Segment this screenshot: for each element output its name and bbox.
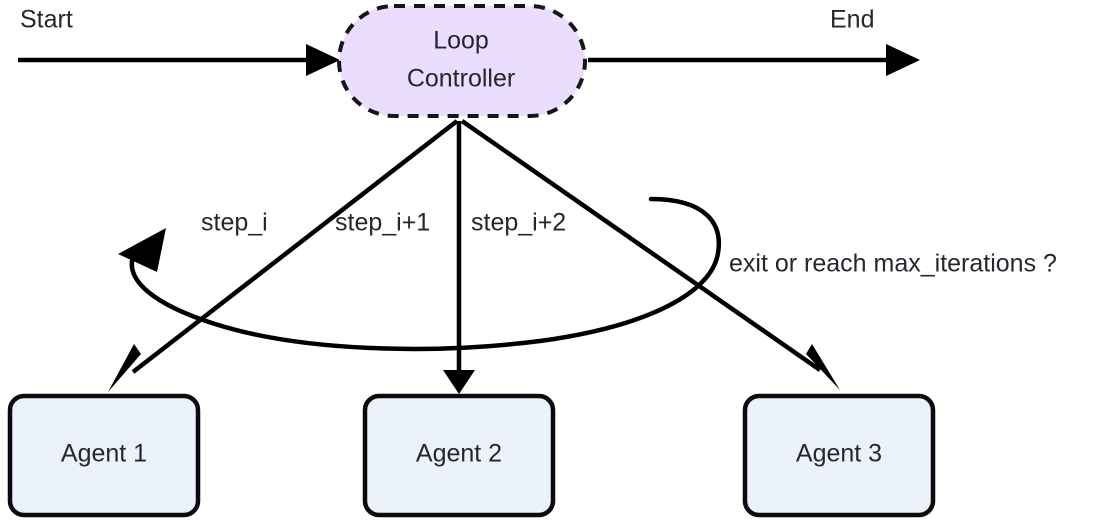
agent-1-label: Agent 1 (61, 440, 147, 468)
end-label: End (830, 6, 874, 34)
start-arrowhead-icon (306, 44, 340, 76)
edge-label-feedback: exit or reach max_iterations ? (729, 250, 1057, 278)
edge-controller-to-agent-1 (108, 119, 459, 392)
agent-3-edge-line (460, 119, 822, 372)
edge-label-step-i: step_i (201, 209, 268, 237)
edge-feedback-loop (118, 196, 722, 352)
agent-2-label: Agent 2 (416, 440, 502, 468)
node-agent-1[interactable]: Agent 1 (7, 393, 201, 518)
agent-3-arrowhead-icon (806, 344, 840, 390)
edge-controller-to-agent-2 (443, 121, 475, 394)
agent-1-edge-line (131, 119, 459, 374)
loop-controller-label-line1: Loop (433, 27, 489, 55)
edge-controller-to-end (588, 44, 920, 76)
start-label: Start (20, 6, 73, 34)
agent-3-shape[interactable] (742, 393, 936, 518)
agent-1-arrowhead-icon (108, 344, 141, 392)
node-agent-3[interactable]: Agent 3 (742, 393, 936, 518)
agent-2-arrowhead-icon (443, 370, 475, 394)
edge-controller-to-agent-3 (460, 119, 840, 390)
edge-label-step-i-plus-2: step_i+2 (471, 209, 566, 237)
feedback-arrowhead-icon (118, 228, 166, 272)
edge-label-step-i-plus-1: step_i+1 (335, 209, 430, 237)
edge-start-to-controller (18, 44, 340, 76)
loop-controller-shape[interactable] (337, 4, 587, 118)
end-arrowhead-icon (886, 44, 920, 76)
agent-1-shape[interactable] (7, 393, 201, 518)
node-loop-controller[interactable]: Loop Controller (337, 4, 587, 118)
agent-3-label: Agent 3 (796, 440, 882, 468)
agent-2-shape[interactable] (362, 393, 556, 518)
loop-controller-label-line2: Controller (407, 65, 515, 93)
feedback-loop-path (129, 196, 722, 352)
node-agent-2[interactable]: Agent 2 (362, 393, 556, 518)
